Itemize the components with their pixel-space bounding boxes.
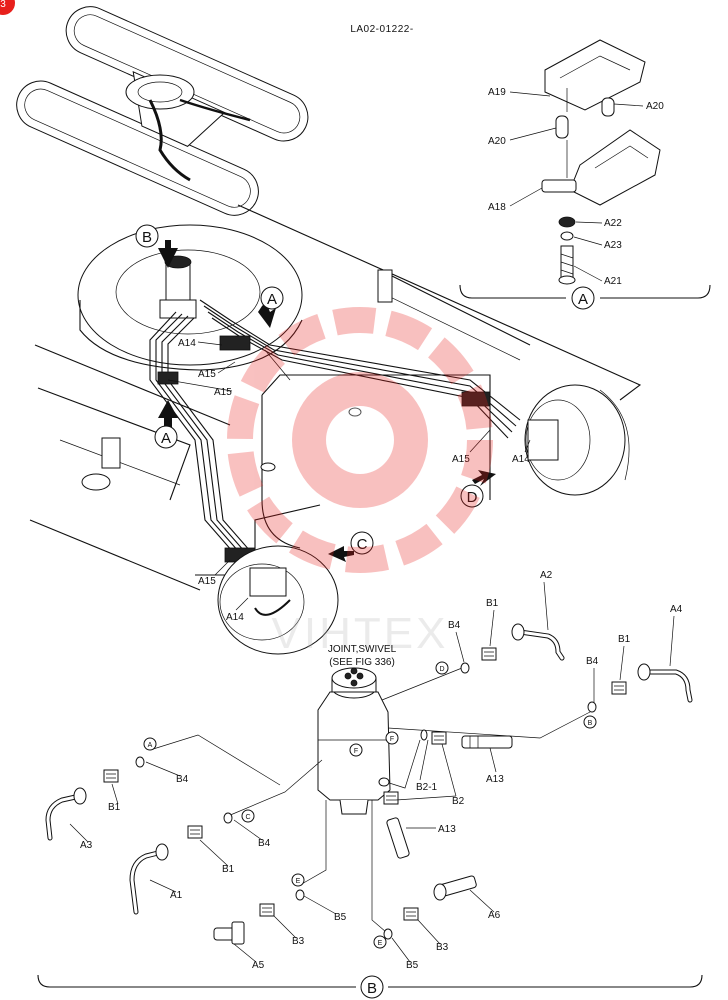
svg-text:B4: B4 — [258, 838, 271, 849]
elbow-hoses — [45, 623, 693, 915]
svg-text:A: A — [161, 430, 171, 447]
svg-text:C: C — [357, 536, 368, 553]
svg-text:B4: B4 — [586, 656, 599, 667]
view-callouts-chassis: B A A C D — [135, 224, 484, 555]
svg-text:A14: A14 — [178, 338, 196, 349]
svg-text:B3: B3 — [292, 936, 305, 947]
svg-text:B5: B5 — [334, 912, 347, 923]
swivel-joint-installed — [159, 255, 197, 319]
svg-text:B4: B4 — [176, 774, 189, 785]
svg-text:A: A — [267, 291, 277, 308]
svg-text:B2: B2 — [452, 796, 465, 807]
svg-text:A6: A6 — [488, 910, 501, 921]
svg-text:3: 3 — [0, 0, 6, 10]
svg-text:D: D — [439, 666, 444, 673]
svg-text:A15: A15 — [452, 454, 470, 465]
svg-text:B4: B4 — [448, 620, 461, 631]
svg-text:A13: A13 — [438, 824, 456, 835]
svg-text:A19: A19 — [488, 87, 506, 98]
svg-text:A4: A4 — [670, 604, 683, 615]
svg-text:A23: A23 — [604, 240, 622, 251]
svg-text:A18: A18 — [488, 202, 506, 213]
svg-text:B1: B1 — [486, 598, 499, 609]
straight-hoses — [213, 735, 513, 945]
left-travel-motor — [217, 545, 339, 655]
svg-text:A21: A21 — [604, 276, 622, 287]
page-marker: 3 — [0, 0, 15, 15]
swivel-note-line1: JOINT,SWIVEL — [328, 644, 397, 655]
svg-text:A15: A15 — [198, 369, 216, 380]
svg-text:B1: B1 — [108, 802, 121, 813]
svg-text:F: F — [354, 748, 358, 755]
chassis-body — [29, 204, 642, 591]
view-arrows — [158, 240, 496, 562]
svg-text:A2: A2 — [540, 570, 553, 581]
svg-text:B: B — [367, 980, 377, 997]
svg-text:B2-1: B2-1 — [416, 782, 438, 793]
undercarriage-overview — [16, 6, 309, 216]
drawing-code: LA02-01222- — [350, 24, 413, 35]
svg-text:C: C — [245, 814, 250, 821]
detail-view-a: A A19 A20 A20 A18 A22 A23 A21 — [459, 39, 711, 310]
svg-text:B: B — [588, 720, 593, 727]
detail-b-labels: A2 A4 B1 B4 B1 B4 A13 B2-1 B2 A13 B4 B1 … — [69, 570, 683, 971]
svg-text:A20: A20 — [488, 136, 506, 147]
svg-text:A1: A1 — [170, 890, 183, 901]
svg-text:A15: A15 — [214, 387, 232, 398]
svg-text:A20: A20 — [646, 101, 664, 112]
svg-text:A15: A15 — [198, 576, 216, 587]
svg-text:A5: A5 — [252, 960, 265, 971]
svg-text:B5: B5 — [406, 960, 419, 971]
svg-text:A: A — [578, 291, 588, 308]
svg-text:A3: A3 — [80, 840, 93, 851]
svg-text:VIHTEX: VIHTEX — [272, 609, 449, 658]
svg-text:E: E — [378, 940, 383, 947]
svg-text:A14: A14 — [226, 612, 244, 623]
svg-text:E: E — [296, 878, 301, 885]
svg-text:B3: B3 — [436, 942, 449, 953]
swivel-joint — [317, 667, 391, 815]
right-travel-motor — [524, 384, 630, 496]
connection-callouts: D B A C F F E E — [143, 661, 597, 949]
o-rings — [135, 662, 597, 940]
svg-text:A22: A22 — [604, 218, 622, 229]
adapter-fittings — [103, 647, 627, 921]
swivel-note-line2: (SEE FIG 336) — [329, 657, 395, 668]
chassis-labels: A14 A15 A15 A15 A14 A15 A14 — [167, 338, 531, 623]
svg-text:F: F — [390, 736, 394, 743]
hose-bundle — [149, 299, 521, 563]
svg-text:A14: A14 — [512, 454, 530, 465]
svg-text:A: A — [148, 742, 153, 749]
svg-text:B: B — [142, 229, 152, 246]
svg-text:A13: A13 — [486, 774, 504, 785]
watermark: VIHTEX — [227, 307, 493, 658]
detail-view-b: B JOINT,SWIVEL (SEE FIG 336) D B — [37, 570, 703, 999]
svg-text:D: D — [467, 489, 478, 506]
svg-text:B1: B1 — [618, 634, 631, 645]
svg-text:B1: B1 — [222, 864, 235, 875]
